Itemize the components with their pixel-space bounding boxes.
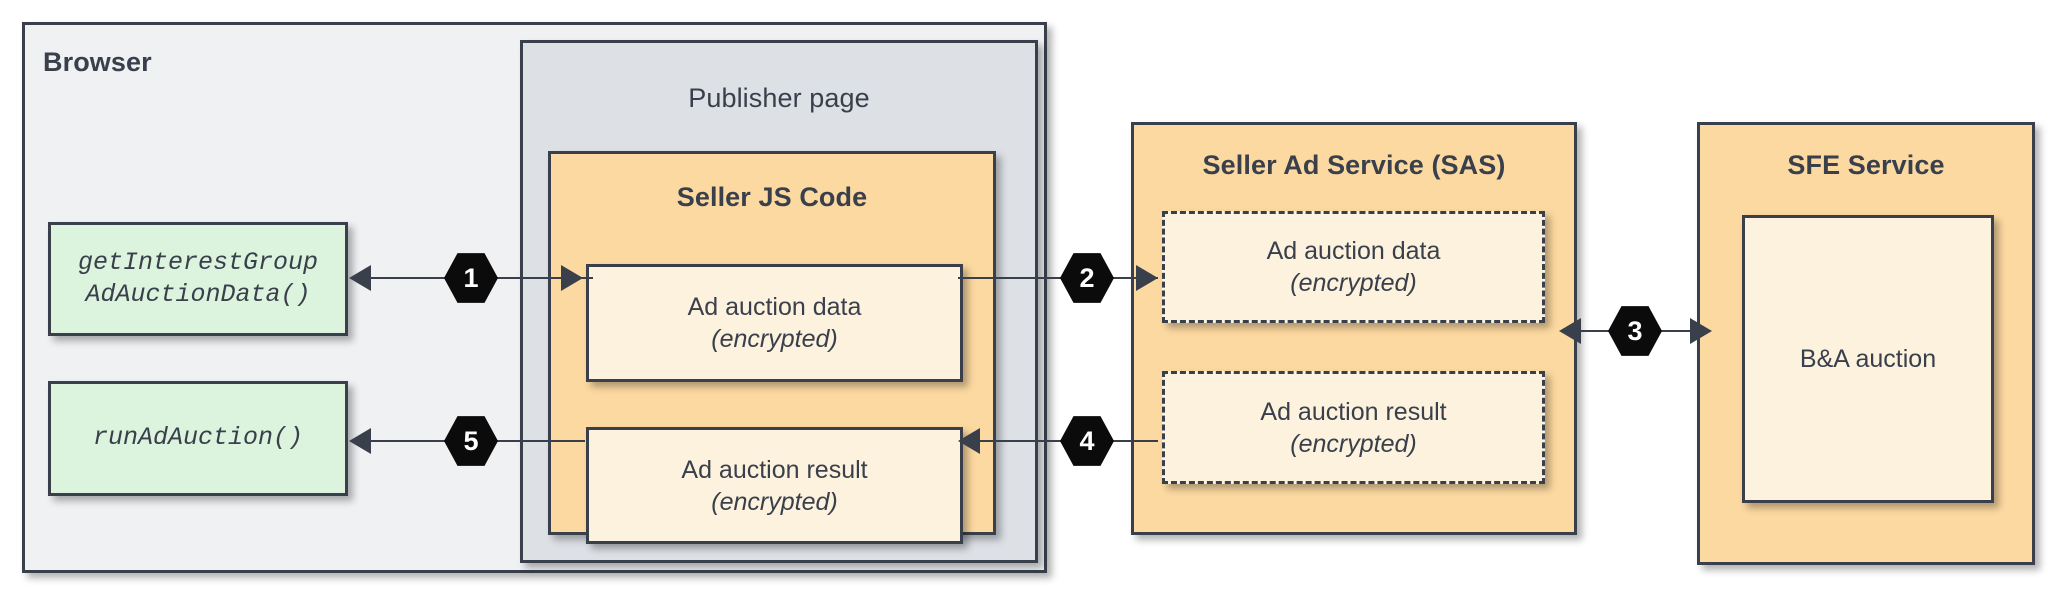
api-box-get-interest-group-ad-auction-data[interactable]: getInterestGroup AdAuctionData() (48, 222, 348, 336)
arrowhead-left-step-3 (1559, 318, 1581, 344)
seller-js-code-container: Seller JS Code Ad auction data (encrypte… (548, 151, 996, 544)
card-line2: (encrypted) (1290, 429, 1417, 458)
step-badge-5: 5 (444, 416, 498, 466)
step-badge-2: 2 (1060, 253, 1114, 303)
sas-card-ad-auction-result[interactable]: Ad auction result (encrypted) (1162, 371, 1545, 484)
seller-js-card-ad-auction-data[interactable]: Ad auction data (encrypted) (586, 264, 963, 382)
step-badge-4: 4 (1060, 416, 1114, 466)
api-label-line1: getInterestGroup (77, 247, 319, 277)
seller-js-card-ad-auction-result[interactable]: Ad auction result (encrypted) (586, 427, 963, 544)
card-line2: (encrypted) (1290, 269, 1417, 297)
sas-card-ad-auction-data[interactable]: Ad auction data (encrypted) (1162, 211, 1545, 323)
card-line1: Ad auction data (1266, 237, 1441, 265)
seller-js-code-label: Seller JS Code (676, 182, 868, 212)
seller-ad-service-container: Seller Ad Service (SAS) Ad auction data … (1131, 122, 1577, 535)
sfe-service-label: SFE Service (1787, 150, 1945, 180)
card-line2: (encrypted) (711, 487, 838, 516)
connector-line-step-2 (958, 277, 1158, 279)
card-line1: B&A auction (1799, 345, 1937, 373)
arrowhead-right-step-2 (1136, 265, 1158, 291)
card-line1: Ad auction result (1260, 397, 1447, 426)
publisher-page-label: Publisher page (688, 83, 870, 113)
arrowhead-left-step-1 (349, 265, 371, 291)
api-label-line2: AdAuctionData() (85, 280, 311, 309)
card-line2: (encrypted) (711, 325, 838, 353)
api-box-run-ad-auction[interactable]: runAdAuction() (48, 381, 348, 496)
step-badge-1: 1 (444, 253, 498, 303)
card-line1: Ad auction result (681, 455, 868, 484)
arrowhead-left-step-4 (958, 428, 980, 454)
sfe-service-container: SFE Service B&A auction (1697, 122, 2035, 565)
arrowhead-right-step-3 (1690, 318, 1712, 344)
sfe-card-bna-auction[interactable]: B&A auction (1742, 215, 1994, 503)
step-badge-3: 3 (1608, 306, 1662, 356)
api-label-line1: runAdAuction() (92, 423, 304, 453)
arrowhead-left-step-5 (349, 428, 371, 454)
card-line1: Ad auction data (687, 293, 862, 321)
seller-ad-service-label: Seller Ad Service (SAS) (1202, 150, 1506, 180)
browser-label: Browser (43, 47, 152, 77)
arrowhead-right-step-1 (561, 265, 583, 291)
